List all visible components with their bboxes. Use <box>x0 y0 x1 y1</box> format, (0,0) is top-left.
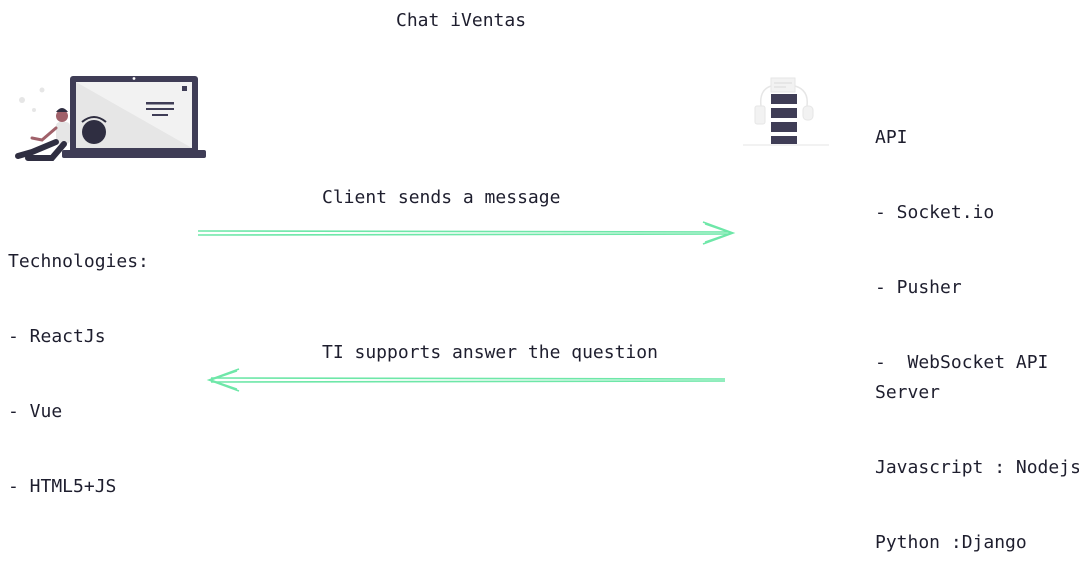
api-item: - WebSocket API <box>875 352 1049 373</box>
client-laptop-icon <box>15 76 206 161</box>
server-item: Python :Django <box>875 532 1027 553</box>
server-rack-icon <box>743 77 829 146</box>
server-heading: Server <box>875 382 941 403</box>
client-tech-item: - HTML5+JS <box>8 476 117 497</box>
request-label: Client sends a message <box>322 187 561 208</box>
response-label: TI supports answer the question <box>322 342 658 363</box>
diagram-title: Chat iVentas <box>396 10 527 31</box>
client-tech-item: - ReactJs <box>8 326 106 347</box>
api-technologies: API - Socket.io - Pusher - WebSocket API <box>875 75 1048 400</box>
server-item: Javascript : Nodejs <box>875 457 1079 478</box>
api-item: - Pusher <box>875 277 962 298</box>
request-arrow <box>197 221 736 245</box>
client-technologies: Technologies: - ReactJs - Vue - HTML5+JS <box>8 199 149 524</box>
api-item: - Socket.io <box>875 202 995 223</box>
response-arrow <box>206 368 726 392</box>
client-tech-item: - Vue <box>8 401 63 422</box>
server-technologies: Server Javascript : Nodejs Python :Djang… <box>875 330 1079 580</box>
client-tech-heading: Technologies: <box>8 251 149 272</box>
api-heading: API <box>875 127 908 148</box>
